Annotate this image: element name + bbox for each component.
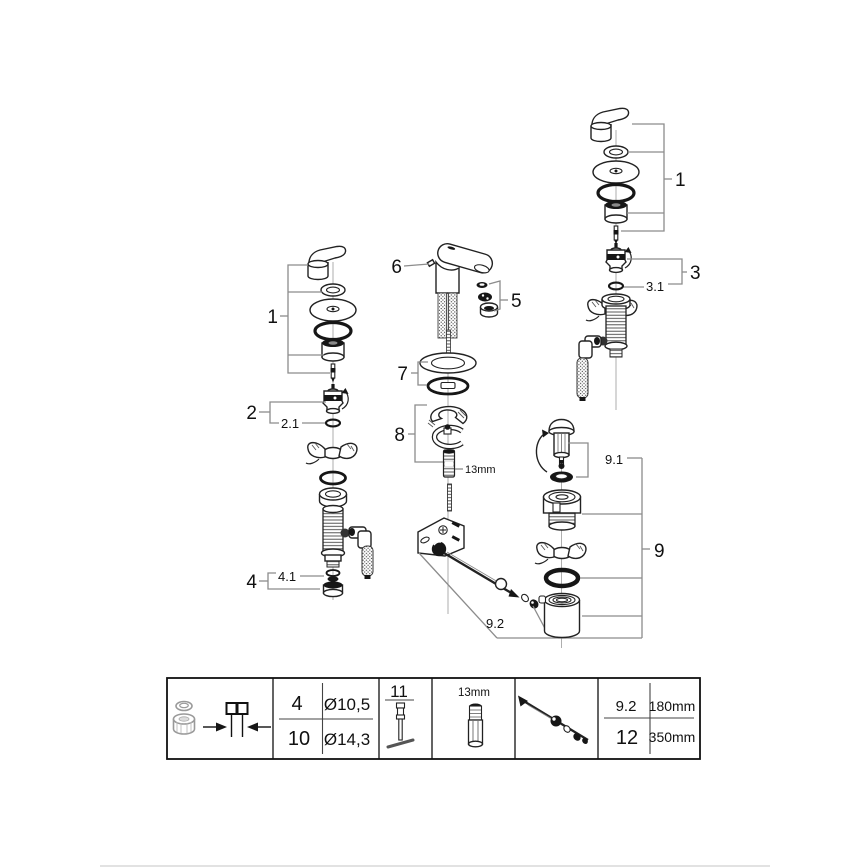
drain-plug-icon xyxy=(548,418,575,469)
nut-size-1: Ø10,5 xyxy=(324,695,370,714)
mounting-washer-icon xyxy=(419,352,477,396)
callout-6: 6 xyxy=(391,257,402,278)
callout-1-right: 1 xyxy=(675,170,686,191)
legend-table: 4 Ø10,5 10 Ø14,3 11 13mm xyxy=(166,677,701,760)
handle-kit-icon xyxy=(306,244,358,385)
left-valve-assembly: 1 2 2.1 xyxy=(246,244,374,600)
hand-tighten-icon xyxy=(534,541,587,565)
mounting-clamp-icon xyxy=(431,424,464,450)
rod-ref-1: 9.2 xyxy=(616,698,637,715)
cartridge-icon xyxy=(605,242,633,274)
callout-5: 5 xyxy=(511,291,522,312)
callout-9-1: 9.1 xyxy=(605,452,623,467)
valve-body-icon xyxy=(576,293,631,401)
valve-body-icon xyxy=(320,504,374,579)
center-spout-assembly: 6 5 7 xyxy=(391,242,642,639)
threaded-stud-icon xyxy=(442,449,456,478)
callout-9-2: 9.2 xyxy=(486,616,504,631)
cartridge-icon xyxy=(322,383,350,415)
plug-seal-icon xyxy=(550,471,573,483)
pin-wrench-ref: 11 xyxy=(390,682,408,701)
popup-rod-icon xyxy=(518,695,589,744)
nut-ref-2: 10 xyxy=(288,728,310,750)
tighten-nut-icon xyxy=(203,702,271,737)
callout-2: 2 xyxy=(246,403,257,424)
drain-body-icon xyxy=(538,592,581,639)
drain-o-ring-icon xyxy=(543,567,581,589)
popup-rod-assembly-icon xyxy=(417,517,539,609)
callout-1-left: 1 xyxy=(267,307,278,328)
hand-tighten-icon xyxy=(305,441,358,465)
drain-assembly: 9.1 xyxy=(534,418,665,648)
aerator-parts-icon xyxy=(476,282,499,318)
socket-tool-icon xyxy=(467,703,484,748)
braided-hose-icon xyxy=(576,357,589,399)
horseshoe-washer-icon xyxy=(427,405,468,428)
rod-ref-2: 12 xyxy=(616,727,638,749)
drain-flange-icon xyxy=(542,489,582,531)
nut-size-2: Ø14,3 xyxy=(324,730,370,749)
braided-hose-icon xyxy=(361,545,374,577)
extension-rod-icon xyxy=(447,483,452,512)
nut-ref-1: 4 xyxy=(291,693,302,715)
callout-3-1: 3.1 xyxy=(646,279,664,294)
rotation-arrow-icon xyxy=(535,433,548,473)
callout-3: 3 xyxy=(690,263,701,284)
supply-hoses-icon xyxy=(437,292,458,355)
pin-wrench-icon xyxy=(386,702,415,749)
callout-4-1: 4.1 xyxy=(278,569,296,584)
callout-4: 4 xyxy=(246,572,257,593)
callout-7: 7 xyxy=(397,364,408,385)
callout-2-1: 2.1 xyxy=(281,416,299,431)
spout-pin-icon xyxy=(426,258,436,268)
seal-and-nut-icon xyxy=(172,700,196,735)
seal-washer-icon xyxy=(318,487,348,508)
stud-size-label: 13mm xyxy=(465,464,496,476)
rod-length-1: 180mm xyxy=(649,698,696,714)
socket-size-label: 13mm xyxy=(458,687,490,699)
right-valve-assembly: 1 3 3.1 xyxy=(576,106,701,410)
callout-8: 8 xyxy=(394,425,405,446)
rod-length-2: 350mm xyxy=(649,729,696,745)
o-ring-icon xyxy=(319,470,347,486)
spout-icon xyxy=(426,242,494,294)
handle-kit-icon xyxy=(589,106,641,247)
valve-seal-and-nut-icon xyxy=(322,569,344,598)
callout-9: 9 xyxy=(654,541,665,562)
